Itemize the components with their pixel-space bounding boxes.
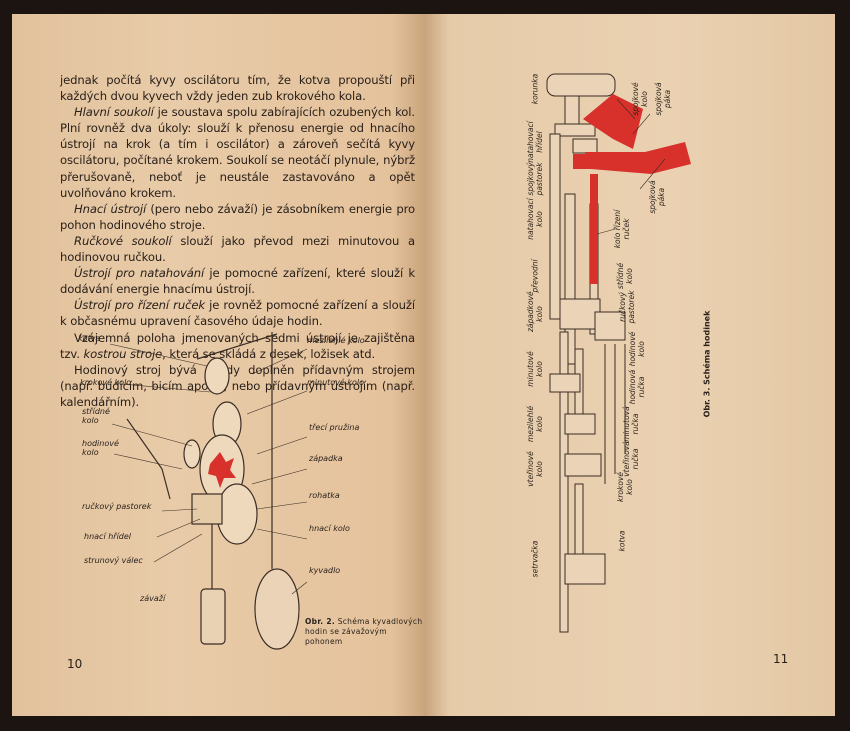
page-number: 10 — [67, 657, 83, 671]
label-rohatka: rohatka — [309, 491, 340, 500]
left-page: jednak počítá kyvy oscilátoru tím, že ko… — [12, 14, 425, 716]
label-strunovy-valec: strunový válec — [84, 556, 143, 565]
label-minutove-kolo: minutové kolo — [526, 351, 544, 387]
label-kotva: kotva — [78, 334, 101, 343]
paragraph: Ústrojí pro řízení ruček je rovněž pomoc… — [60, 298, 415, 329]
label-spojkova-paka-1: spojková páka — [654, 82, 672, 116]
paragraph: Vzájemná poloha jmenovaných sedmi ústroj… — [60, 330, 415, 361]
paragraph: Ústrojí pro natahování je pomocné zaříze… — [60, 266, 415, 297]
label-spojkovy-pastorek: spojkový pastorek — [526, 162, 544, 196]
label-spojkova-paka-2: spojková páka — [648, 180, 666, 214]
label-hnaci-hridel: hnací hřídel — [84, 532, 132, 541]
label-krokove-kolo: krokové kolo — [616, 472, 634, 502]
label-ruckovy-pastorek: ručkový pastorek — [618, 290, 636, 324]
label-kyvadlo: kyvadlo — [309, 566, 341, 575]
label-spojkove-kolo: spojkové kolo — [631, 82, 649, 116]
paragraph: Hnací ústrojí (pero nebo závaží) je záso… — [60, 201, 415, 232]
right-page: korunka natahovací hřídel spojkový pasto… — [425, 14, 835, 716]
label-hodinova-rucka: hodinová ručka — [628, 369, 646, 405]
label-vterinove-kolo: vteřinové kolo — [526, 451, 544, 487]
label-hnaci-kolo: hnací kolo — [309, 524, 350, 533]
paragraph: Ručkové soukolí slouží jako převod mezi … — [60, 233, 415, 265]
paragraph: jednak počítá kyvy oscilátoru tím, že ko… — [60, 73, 415, 104]
label-mezilehle-kolo: mezilehlé kolo — [526, 405, 544, 442]
label-korunka: korunka — [530, 73, 540, 105]
label-hodinove-kolo: hodinové kolo — [82, 439, 119, 457]
label-minutove-kolo: minutové kolo — [307, 378, 365, 387]
paragraph: Hlavní soukolí je soustava spolu zabíraj… — [60, 105, 415, 200]
label-treci-pruzina: třecí pružina — [309, 423, 360, 432]
label-zapadkove-kolo: západkové kolo — [526, 291, 544, 332]
watch-schematic-diagram — [546, 73, 691, 633]
label-krokove-kolo: krokové kolo — [80, 378, 132, 387]
label-zavazi: závaží — [140, 594, 166, 603]
pendulum-clock-diagram — [109, 332, 308, 650]
figure-caption: Obr. 3. Schéma hodinek — [702, 310, 712, 418]
label-hodinove-kolo: hodinové kolo — [628, 331, 646, 367]
label-kolo-rizeni-rucek: kolo řízení ruček — [613, 209, 631, 249]
label-setrvacka: setrvačka — [530, 540, 540, 578]
paragraph: Hodinový stroj bývá někdy doplněn přídav… — [60, 362, 415, 409]
body-text: jednak počítá kyvy oscilátoru tím, že ko… — [60, 72, 415, 410]
label-minutova-rucka: minutová ručka — [622, 406, 640, 442]
label-ruckovy-pastorek: ručkový pastorek — [82, 502, 152, 511]
label-mezilehle-kolo: mezilehlé kolo — [307, 336, 365, 345]
label-natahovaci-hridel: natahovací hřídel — [526, 121, 544, 163]
page-number: 11 — [773, 652, 789, 666]
label-stridne-kolo: střídné kolo — [82, 407, 110, 425]
label-prevodni: převodní — [530, 259, 540, 293]
label-kotva: kotva — [617, 530, 627, 552]
label-natahovaci-kolo: natahovací kolo — [526, 198, 544, 240]
label-zapadka: západka — [309, 454, 343, 463]
